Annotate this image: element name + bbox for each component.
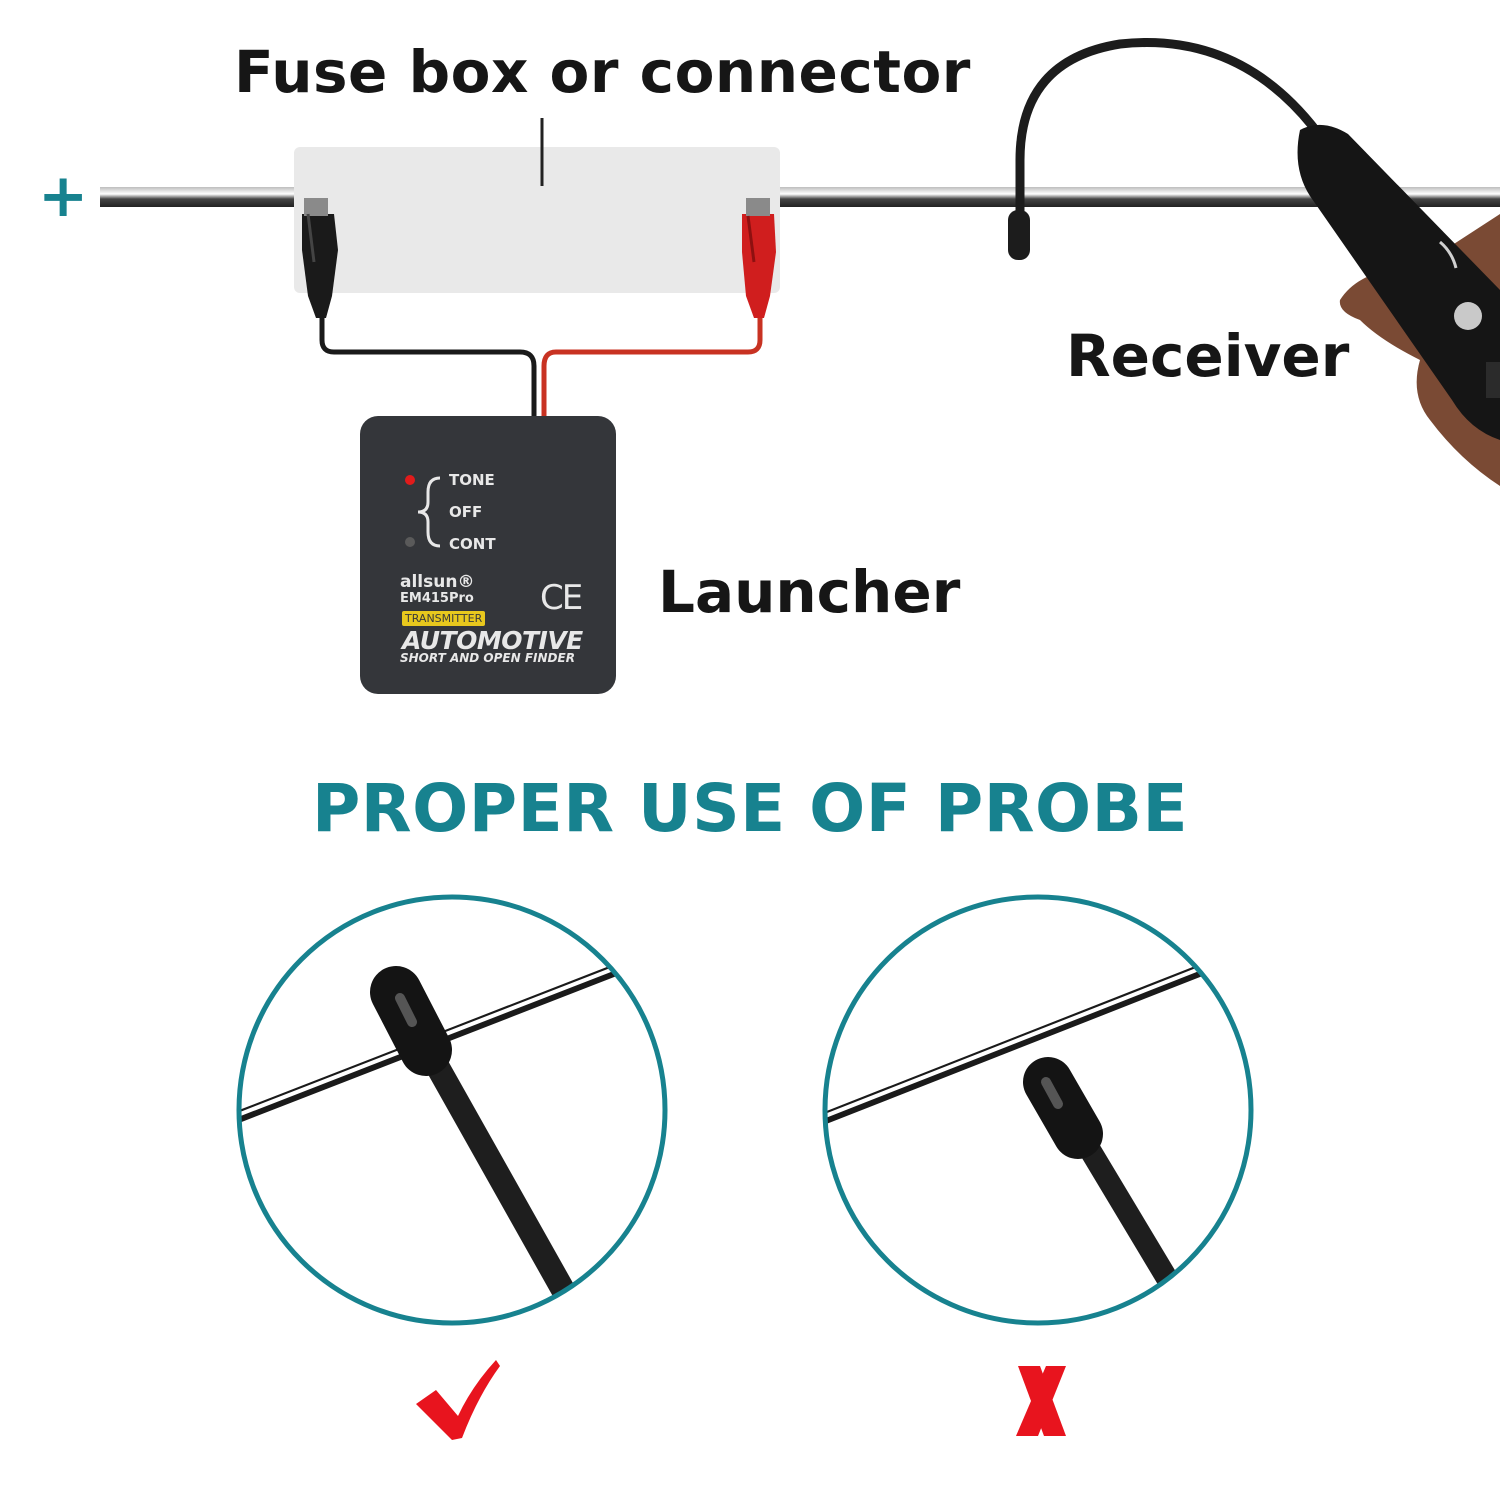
receiver-cable [1015, 38, 1335, 253]
product-title: AUTOMOTIVE [402, 626, 583, 655]
positive-terminal-sign: + [38, 161, 89, 231]
brand-logo: allsun® [400, 572, 475, 592]
red-clip [742, 198, 776, 318]
section-title: PROPER USE OF PROBE [311, 770, 1189, 847]
product-subtitle: SHORT AND OPEN FINDER [400, 651, 575, 665]
mode-switch-bracket [417, 476, 441, 548]
mode-cont-label: CONT [449, 535, 496, 553]
black-lead-cable [319, 300, 537, 418]
correct-usage-illustration [236, 894, 668, 1326]
mode-off-label: OFF [449, 503, 483, 521]
cont-led [405, 537, 415, 547]
fuse-box-label: Fuse box or connector [234, 38, 971, 106]
tone-led [405, 475, 415, 485]
receiver-probe-tip [1008, 210, 1030, 260]
checkmark-icon [416, 1360, 500, 1440]
mode-tone-label: TONE [449, 471, 495, 489]
black-clip [302, 198, 338, 318]
receiver-body [1297, 124, 1500, 440]
x-mark-icon [1016, 1366, 1066, 1436]
model-number: EM415Pro [400, 591, 474, 606]
incorrect-usage-illustration [822, 894, 1254, 1326]
fuse-box-panel [294, 147, 780, 293]
ce-mark: CE [540, 578, 583, 618]
red-lead-cable [541, 300, 763, 418]
transmitter-tag: TRANSMITTER [402, 611, 486, 626]
launcher-label: Launcher [658, 558, 961, 626]
receiver-label: Receiver [1066, 322, 1350, 390]
